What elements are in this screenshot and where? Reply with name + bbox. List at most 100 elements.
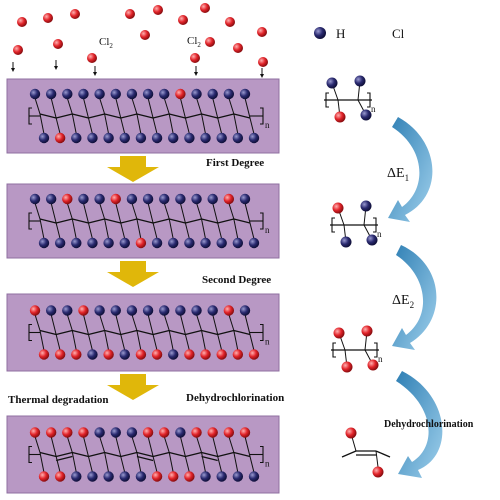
hydrogen-atom [360, 200, 372, 212]
hydrogen-atom [71, 237, 82, 249]
bond [82, 314, 89, 335]
chlorine-atom [54, 349, 66, 360]
bond [201, 218, 207, 240]
bond [217, 222, 223, 240]
chlorine-atom [110, 193, 121, 205]
hydrogen-atom [168, 237, 179, 249]
chlorine-atom [332, 202, 344, 214]
hydrogen-atom [94, 88, 105, 100]
hydrogen-atom [62, 305, 73, 316]
hydrogen-atom [191, 305, 202, 316]
chlorine-atom [184, 471, 195, 482]
reaction-arrow [388, 117, 433, 222]
bond [136, 451, 154, 458]
hydrogen-atom [184, 132, 195, 144]
hydrogen-atom [354, 75, 366, 87]
hydrogen-atom [87, 237, 98, 249]
bracket-right [373, 217, 377, 233]
bond [212, 202, 219, 224]
hydrogen-atom [207, 88, 218, 100]
chlorine-atom [29, 427, 41, 438]
bond [104, 330, 110, 351]
chlorine-atom [341, 361, 353, 373]
hydrogen-atom [239, 88, 251, 100]
bond [87, 456, 93, 473]
bond [115, 436, 122, 457]
chlorine-atom [54, 132, 66, 144]
chlorine-atom [151, 349, 163, 360]
hydrogen-atom [142, 88, 154, 100]
process-arrow [107, 374, 159, 400]
bond [39, 113, 57, 119]
chlorine-atom [223, 193, 235, 205]
bond [136, 113, 154, 119]
hydrogen-atom [45, 88, 57, 100]
bond [131, 202, 138, 220]
bond [72, 218, 89, 224]
bracket-right [367, 92, 371, 108]
bond [50, 97, 57, 119]
bond [163, 97, 170, 115]
bond [244, 314, 251, 335]
hydrogen-atom [87, 471, 98, 482]
bond [34, 97, 41, 115]
bond [184, 456, 190, 473]
bond [249, 117, 255, 135]
bond [71, 218, 77, 240]
hydrogen-atom [151, 132, 163, 144]
repeat-subscript-n: n [265, 459, 270, 469]
bond [82, 436, 89, 457]
hydrogen-atom [71, 471, 82, 482]
monomer-unit: n [330, 200, 382, 248]
bond [163, 436, 170, 453]
hydrogen-atom [191, 88, 202, 100]
bond [136, 218, 142, 240]
bond [120, 334, 126, 351]
polymer-panel: n [6, 78, 280, 154]
hydrogen-atom [29, 193, 41, 205]
bond [201, 329, 218, 336]
bond [179, 202, 186, 224]
hydrogen-atom [191, 193, 202, 205]
bond [104, 113, 121, 119]
bond [56, 455, 73, 462]
hydrogen-atom [168, 132, 179, 144]
legend-cl-label: Cl [392, 26, 405, 41]
repeat-subscript-n: n [378, 354, 383, 364]
bond [66, 436, 73, 453]
legend-hydrogen-atom [314, 27, 326, 39]
chlorine-atom [125, 9, 135, 19]
chlorine-atom [142, 427, 154, 438]
bond [131, 314, 138, 331]
bond [212, 97, 219, 119]
hydrogen-atom [248, 132, 260, 144]
hydrogen-atom [200, 132, 211, 144]
bond [120, 451, 138, 458]
chlorine-atom [232, 349, 244, 360]
bond [217, 218, 234, 224]
chlorine-atom [248, 349, 260, 360]
bracket-left [325, 92, 329, 108]
bond [39, 329, 57, 336]
hydrogen-atom [45, 305, 57, 316]
hydrogen-atom [87, 349, 98, 360]
inflow-arrowhead [93, 72, 97, 76]
chlorine-atom [71, 349, 82, 360]
process-arrows [107, 156, 159, 400]
hydrogen-atom [232, 237, 244, 249]
process-arrow [107, 261, 159, 287]
bond [201, 452, 207, 473]
bond [56, 329, 73, 336]
bond [136, 113, 142, 135]
bond [152, 451, 170, 458]
chlorine-atom [361, 325, 373, 337]
chlorine-atom [334, 111, 346, 123]
bond [179, 97, 186, 119]
bond [50, 202, 57, 224]
chlorine-atom [62, 193, 73, 205]
bond [228, 97, 235, 115]
inflow-arrowhead [54, 66, 58, 70]
hydrogen-atom [175, 193, 186, 205]
bond [55, 222, 61, 240]
hydrogen-atom [168, 349, 179, 360]
